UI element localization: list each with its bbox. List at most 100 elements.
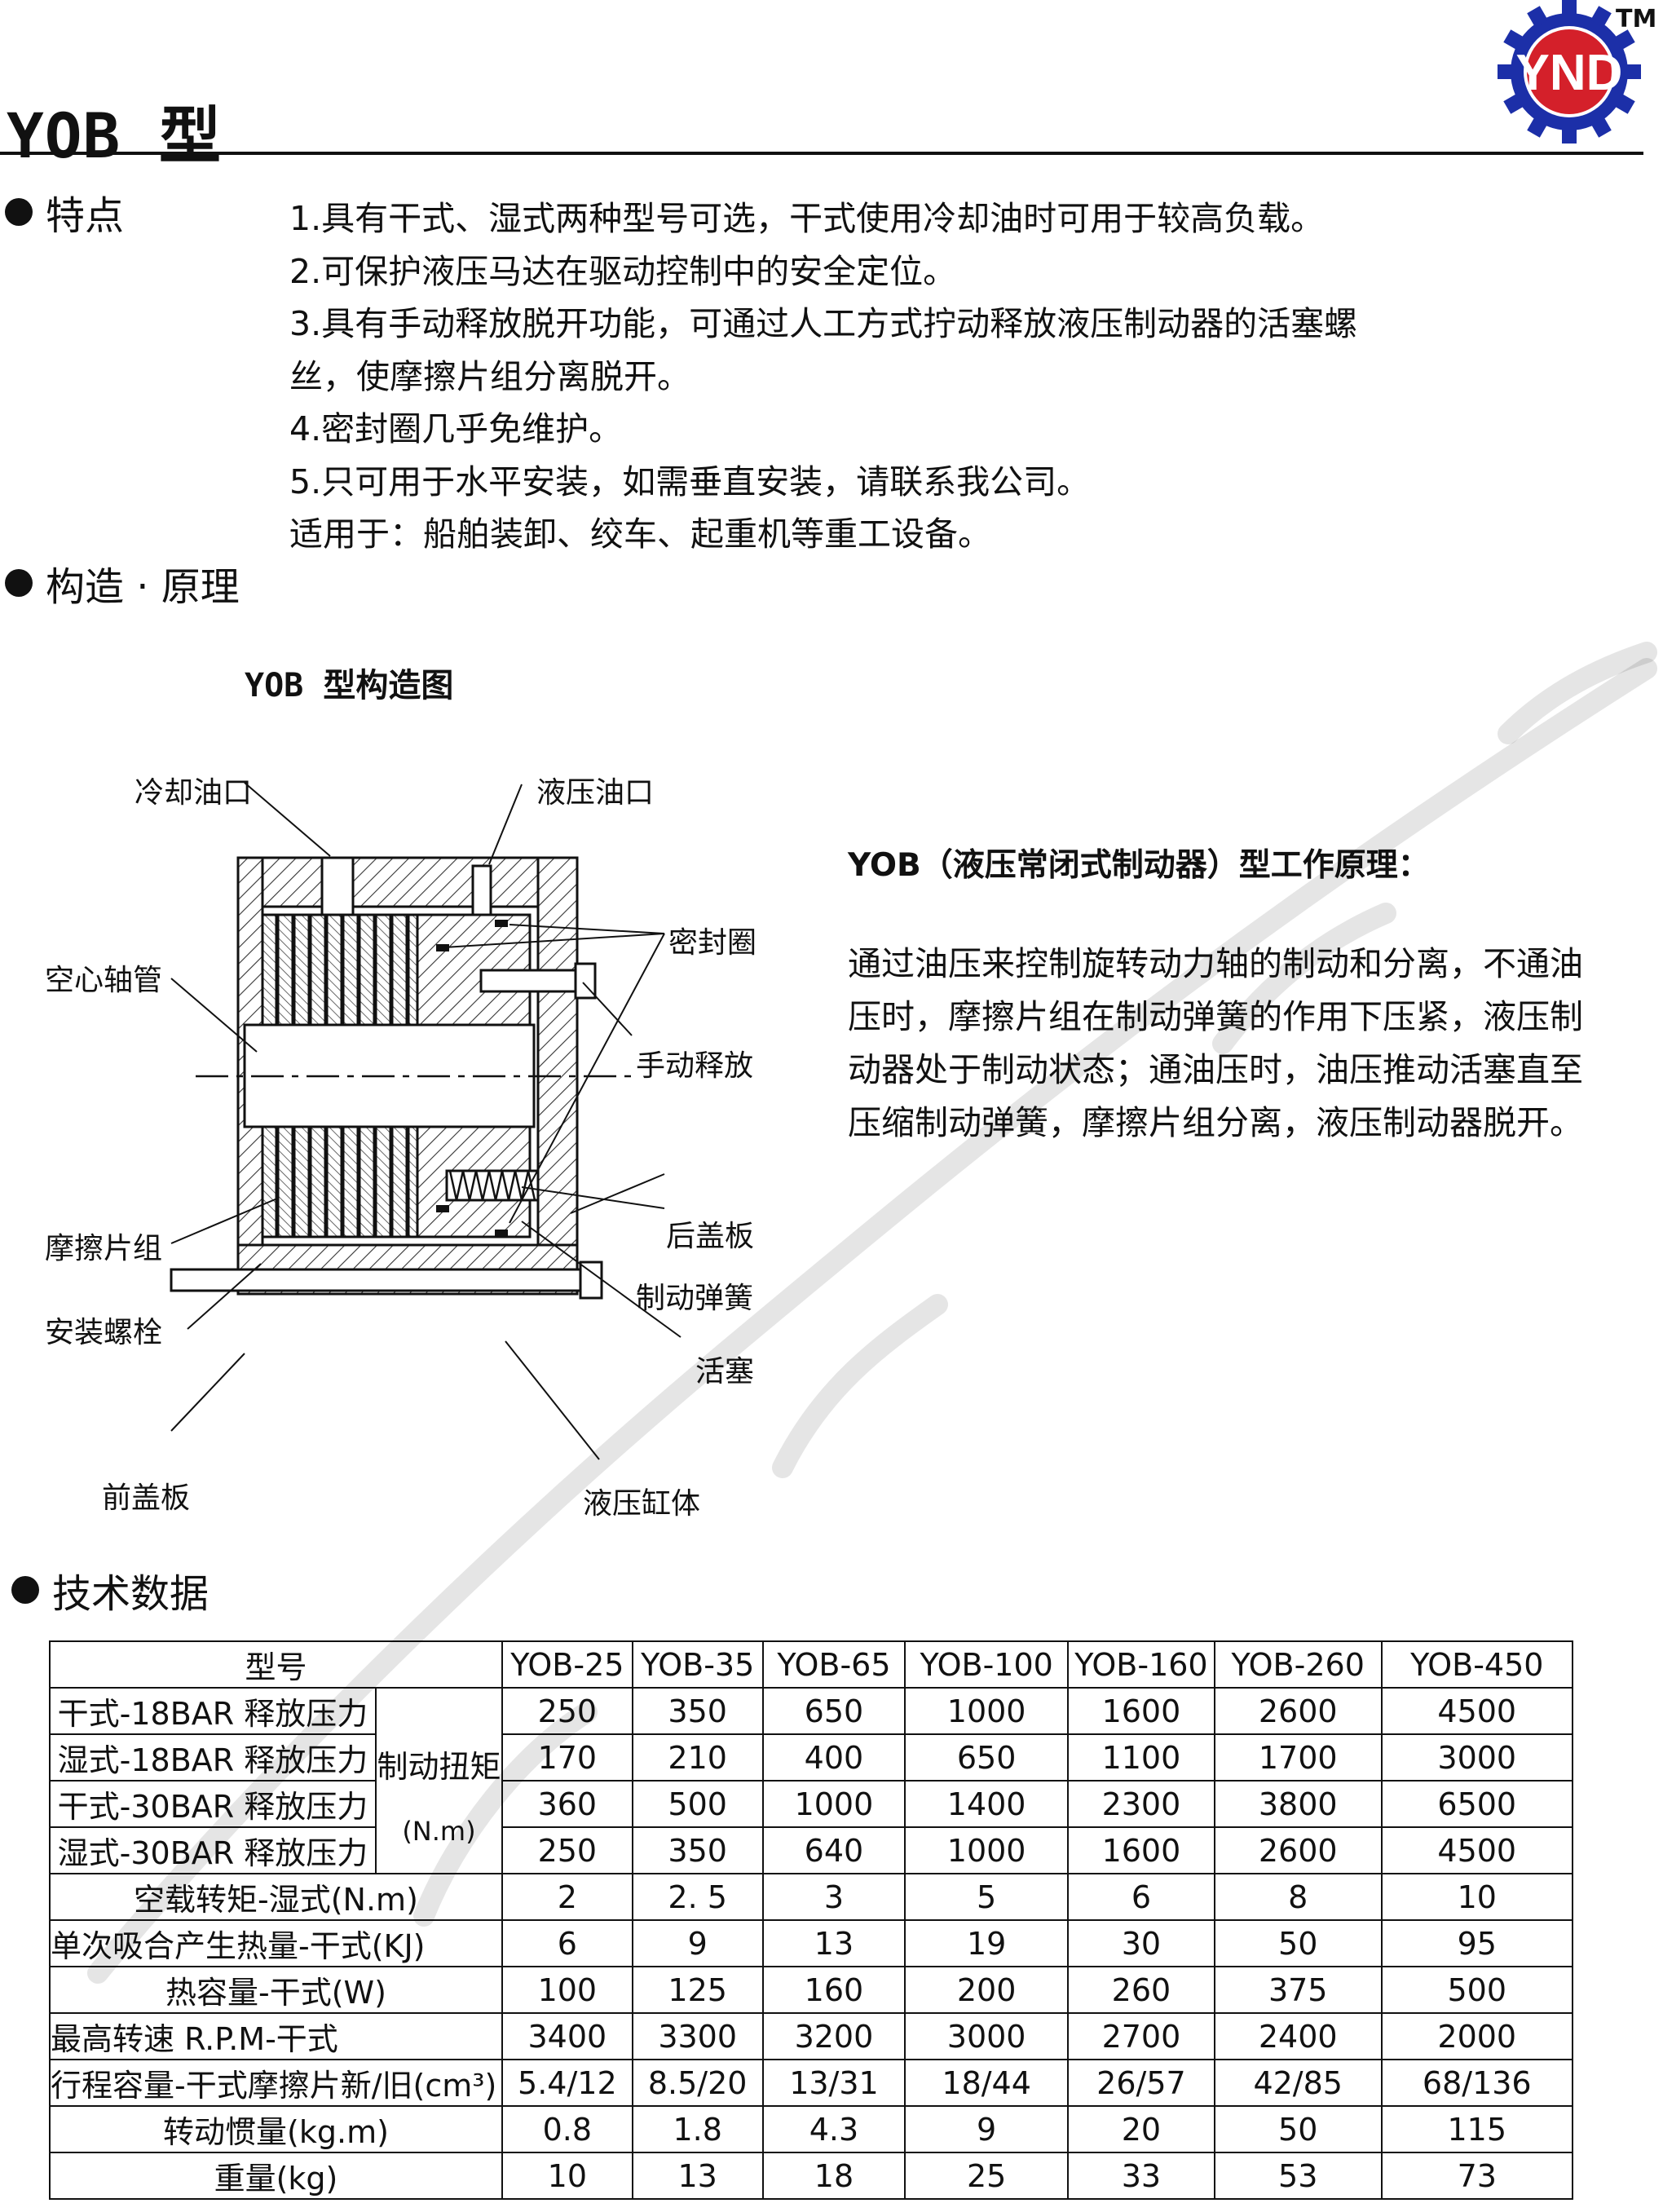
table-cell: 1400 — [904, 1780, 1069, 1828]
table-cell: 53 — [1213, 2152, 1383, 2200]
torque-group-label: 制动扭矩 — [377, 1749, 501, 1785]
label-piston: 活塞 — [695, 1355, 755, 1389]
table-cell: 260 — [1067, 1966, 1215, 2014]
table-cell: 3300 — [631, 2012, 764, 2060]
structure-heading-text: 构造 · 原理 — [46, 564, 240, 610]
principle-text: 通过油压来控制旋转动力轴的制动和分离，不通油压时，摩擦片组在制动弹簧的作用下压紧… — [848, 944, 1583, 1142]
table-cell: 68/136 — [1380, 2059, 1574, 2107]
table-row: 湿式-30BAR 释放压力 250 350 640 1000 1600 2600… — [49, 1826, 1574, 1874]
brake-cross-section-diagram — [170, 782, 682, 1460]
logo-text: YND — [1516, 45, 1623, 101]
table-cell: 30 — [1067, 1919, 1215, 1967]
table-cell: 5.4/12 — [501, 2059, 633, 2107]
table-cell: 13 — [631, 2152, 764, 2200]
table-cell: 6 — [1067, 1873, 1215, 1921]
row-label: 干式-18BAR 释放压力 — [49, 1687, 377, 1735]
table-cell: 125 — [631, 1966, 764, 2014]
row-label: 空载转矩-湿式(N.m) — [49, 1873, 503, 1921]
table-cell: 1600 — [1067, 1826, 1215, 1874]
table-cell: 2. 5 — [631, 1873, 764, 1921]
table-cell: 2600 — [1213, 1826, 1383, 1874]
feature-item: 丝，使摩擦片组分离脱开。 — [289, 356, 690, 396]
label-cylinder: 液压缸体 — [583, 1487, 701, 1521]
table-cell: 650 — [904, 1733, 1069, 1782]
table-row: 转动惯量(kg.m) 0.8 1.8 4.3 9 20 50 115 — [49, 2105, 1574, 2153]
table-cell: 500 — [1380, 1966, 1574, 2014]
ynd-logo: YND — [1498, 0, 1641, 143]
label-hydraulic-port: 液压油口 — [536, 776, 655, 810]
feature-item: 1.具有干式、湿式两种型号可选，干式使用冷却油时可用于较高负载。 — [289, 199, 1325, 238]
table-cell: 10 — [1380, 1873, 1574, 1921]
table-row: 热容量-干式(W) 100 125 160 200 260 375 500 — [49, 1966, 1574, 2014]
table-cell: 13/31 — [761, 2059, 906, 2107]
table-cell: 375 — [1213, 1966, 1383, 2014]
table-cell: 350 — [631, 1687, 764, 1735]
table-row: 干式-18BAR 释放压力 制动扭矩 (N.m) 250 350 650 100… — [49, 1687, 1574, 1874]
header-model: YOB-160 — [1067, 1640, 1215, 1689]
spec-table: 型号 YOB-25 YOB-35 YOB-65 YOB-100 YOB-160 … — [49, 1640, 1574, 2200]
table-cell: 6500 — [1380, 1780, 1574, 1828]
table-cell: 9 — [631, 1919, 764, 1967]
table-cell: 19 — [904, 1919, 1069, 1967]
table-cell: 9 — [904, 2105, 1069, 2153]
feature-item: 5.只可用于水平安装，如需垂直安装，请联系我公司。 — [289, 461, 1091, 501]
structure-heading: 构造 · 原理 — [5, 554, 240, 612]
table-cell: 650 — [761, 1687, 906, 1735]
table-cell: 6 — [501, 1919, 633, 1967]
features-heading-text: 特点 — [46, 193, 125, 239]
header-model: YOB-65 — [761, 1640, 906, 1689]
table-cell: 18 — [761, 2152, 906, 2200]
table-cell: 2000 — [1380, 2012, 1574, 2060]
table-cell: 400 — [761, 1733, 906, 1782]
trademark-mark: TM — [1616, 5, 1657, 33]
table-cell: 115 — [1380, 2105, 1574, 2153]
table-header-row: 型号 YOB-25 YOB-35 YOB-65 YOB-100 YOB-160 … — [49, 1640, 1574, 1689]
table-cell: 25 — [904, 2152, 1069, 2200]
table-cell: 4500 — [1380, 1687, 1574, 1735]
table-cell: 1.8 — [631, 2105, 764, 2153]
table-cell: 50 — [1213, 1919, 1383, 1967]
table-cell: 10 — [501, 2152, 633, 2200]
table-cell: 250 — [501, 1826, 633, 1874]
header-model-label: 型号 — [49, 1640, 503, 1689]
table-cell: 2700 — [1067, 2012, 1215, 2060]
header-model: YOB-35 — [631, 1640, 764, 1689]
table-cell: 350 — [631, 1826, 764, 1874]
table-row: 空载转矩-湿式(N.m) 2 2. 5 3 5 6 8 10 — [49, 1873, 1574, 1921]
row-label: 转动惯量(kg.m) — [49, 2105, 503, 2153]
label-manual-release: 手动释放 — [636, 1049, 754, 1083]
table-cell: 2300 — [1067, 1780, 1215, 1828]
label-seal: 密封圈 — [668, 926, 757, 960]
table-cell: 210 — [631, 1733, 764, 1782]
table-cell: 4.3 — [761, 2105, 906, 2153]
row-label: 湿式-18BAR 释放压力 — [49, 1733, 377, 1782]
label-friction-pack: 摩擦片组 — [45, 1232, 163, 1265]
table-cell: 8.5/20 — [631, 2059, 764, 2107]
table-cell: 640 — [761, 1826, 906, 1874]
table-cell: 2600 — [1213, 1687, 1383, 1735]
table-cell: 500 — [631, 1780, 764, 1828]
row-label: 重量(kg) — [49, 2152, 503, 2200]
header-model: YOB-25 — [501, 1640, 633, 1689]
label-cooling-port: 冷却油口 — [135, 776, 253, 810]
feature-item: 适用于：船舶装卸、绞车、起重机等重工设备。 — [289, 514, 991, 554]
table-cell: 2 — [501, 1873, 633, 1921]
label-hollow-shaft: 空心轴管 — [45, 964, 163, 997]
principle-title: YOB（液压常闭式制动器）型工作原理： — [848, 847, 1430, 884]
table-cell: 1600 — [1067, 1687, 1215, 1735]
row-label: 干式-30BAR 释放压力 — [49, 1780, 377, 1828]
table-cell: 250 — [501, 1687, 633, 1735]
title-rule — [0, 152, 1643, 155]
torque-unit: (N.m) — [402, 1816, 476, 1847]
table-cell: 3000 — [1380, 1733, 1574, 1782]
table-cell: 73 — [1380, 2152, 1574, 2200]
table-row: 最高转速 R.P.M-干式 3400 3300 3200 3000 2700 2… — [49, 2012, 1574, 2060]
table-cell: 1700 — [1213, 1733, 1383, 1782]
table-cell: 50 — [1213, 2105, 1383, 2153]
table-cell: 13 — [761, 1919, 906, 1967]
page-title: YOB 型 — [7, 99, 223, 172]
table-cell: 5 — [904, 1873, 1069, 1921]
table-cell: 95 — [1380, 1919, 1574, 1967]
table-cell: 1000 — [761, 1780, 906, 1828]
diagram-title: YOB 型构造图 — [245, 667, 454, 704]
